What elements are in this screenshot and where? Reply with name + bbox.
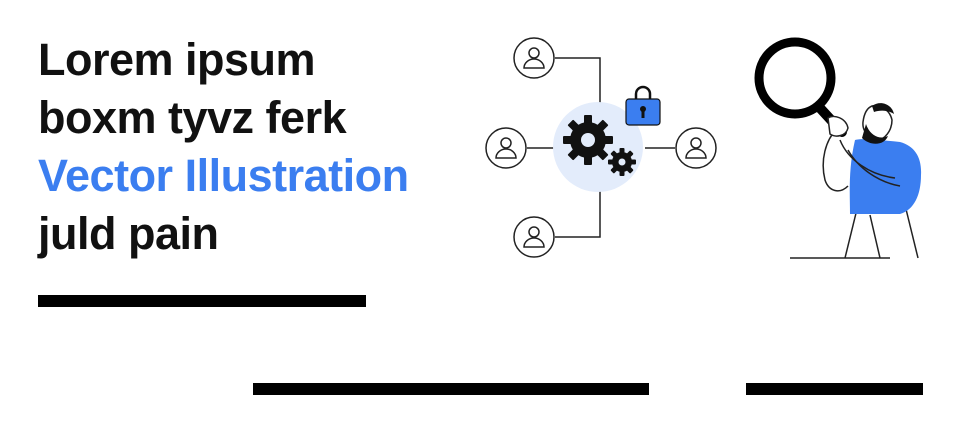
small-gear-icon [608,148,636,176]
headline: Lorem ipsum boxm tyvz ferk Vector Illust… [38,31,458,263]
user-icon [675,127,717,169]
headline-line-3: Vector Illustration [38,150,409,201]
headline-line-1: Lorem ipsum [38,34,316,85]
headline-line-4: juld pain [38,208,219,259]
connector-lines [527,57,675,238]
gear-icon [563,115,613,165]
user-icon [513,216,555,258]
user-icon [513,37,555,79]
lock-icon [625,85,661,126]
person-icon [754,37,922,259]
decorative-bar-bottom-right [746,383,923,395]
user-icon [485,127,527,169]
illustration [485,37,922,259]
decorative-bar-top [38,295,366,307]
headline-line-2: boxm tyvz ferk [38,92,347,143]
decorative-bar-bottom-left [253,383,649,395]
